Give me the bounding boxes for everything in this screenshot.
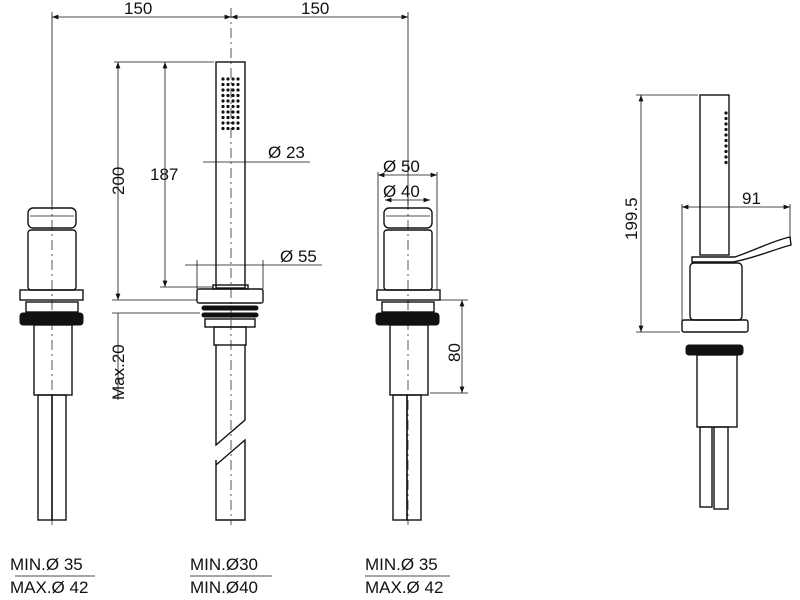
center-hole-max-label: MIN.Ø40 [190, 578, 258, 597]
side-spray-nozzles [724, 111, 728, 165]
left-valve [19, 200, 84, 525]
diameter-handle-label: Ø 23 [268, 143, 305, 162]
top-spacing-dimension: 150 150 [51, 0, 409, 320]
side-height-label: 199.5 [622, 197, 641, 240]
valve-below-deck-label: 80 [445, 343, 464, 362]
hole-specs: MIN.Ø 35 MAX.Ø 42 MIN.Ø30 MIN.Ø40 MIN.Ø … [10, 555, 450, 597]
center-hole-min-label: MIN.Ø30 [190, 555, 258, 574]
diameter-base-label: Ø 55 [280, 247, 317, 266]
height-total-label: 200 [109, 167, 128, 195]
side-view: 199.5 91 [622, 94, 792, 510]
height-dimensions: 200 187 Max.20 [109, 61, 214, 400]
diameter-dimensions: Ø 23 Ø 55 Ø 50 Ø 40 80 [185, 143, 468, 394]
hand-shower [196, 61, 264, 525]
left-hole-min-label: MIN.Ø 35 [10, 555, 83, 574]
diameter-valve-outer-label: Ø 50 [383, 157, 420, 176]
left-hole-max-label: MAX.Ø 42 [10, 578, 88, 597]
height-handshower-label: 187 [150, 165, 178, 184]
diameter-valve-knob-label: Ø 40 [383, 182, 420, 201]
right-valve [375, 200, 441, 525]
spacing-left-label: 150 [124, 0, 152, 18]
right-hole-min-label: MIN.Ø 35 [365, 555, 438, 574]
spacing-right-label: 150 [301, 0, 329, 18]
spray-nozzles [221, 77, 240, 131]
max-deck-label: Max.20 [109, 344, 128, 400]
side-depth-label: 91 [742, 189, 761, 208]
right-hole-max-label: MAX.Ø 42 [365, 578, 443, 597]
